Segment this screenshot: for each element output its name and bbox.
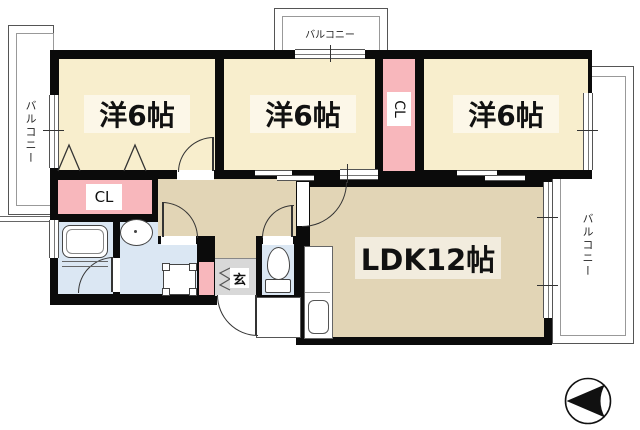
compass-icon — [564, 377, 612, 425]
window-bathroom-left — [49, 220, 59, 258]
kitchen-sink — [308, 300, 329, 334]
door-leaf-toilet — [291, 205, 293, 237]
window-ldk-right — [543, 182, 553, 318]
balcony-left-label: バルコニー — [24, 100, 37, 165]
door-leaf-bathroom — [111, 257, 113, 292]
folding-door-icon — [57, 143, 147, 172]
door-opening-washroom — [161, 236, 196, 245]
window-bedroom3-right — [583, 93, 593, 170]
door-leaf-washroom — [162, 202, 164, 237]
window-tick — [43, 130, 64, 131]
door-opening-bathroom — [113, 258, 120, 292]
door-leaf-bedroom1 — [212, 137, 214, 171]
window-tick — [537, 217, 558, 218]
shoe-cabinet — [199, 262, 214, 295]
door-opening-toilet — [263, 236, 293, 245]
ldk-label: LDK12帖 — [355, 237, 501, 279]
washbasin-drain — [134, 230, 137, 233]
bedroom-closet-label-box: CL — [387, 92, 411, 126]
sliding-door-bedroom3 — [457, 170, 497, 176]
boundary-line — [0, 221, 50, 222]
bedroom2-label: 洋6帖 — [250, 95, 356, 133]
sliding-door-bedroom3 — [485, 175, 525, 181]
entrance-label: 玄 — [230, 268, 249, 288]
balcony-top-label: バルコニー — [305, 30, 355, 41]
window-bedroom1-left — [49, 95, 59, 168]
hallway-to-entrance — [215, 179, 256, 258]
bathtub-deck-line — [62, 266, 108, 267]
boundary-line — [0, 216, 50, 217]
washing-machine — [162, 263, 197, 296]
bedroom-closet-label: CL — [390, 100, 407, 118]
folding-door-icon — [218, 267, 231, 291]
entrance-porch — [256, 297, 301, 338]
window-tick — [577, 130, 598, 131]
bedroom1-label: 洋6帖 — [84, 95, 190, 133]
toilet — [267, 247, 290, 280]
sliding-door-bedroom2 — [255, 170, 292, 176]
window-tick — [330, 45, 331, 62]
window-tick — [537, 285, 558, 286]
door-leaf-entrance — [255, 295, 257, 335]
bathtub-inner — [66, 229, 104, 254]
bedroom3-label: 洋6帖 — [453, 95, 559, 133]
door-arc-entrance — [217, 295, 258, 336]
window-tick — [347, 164, 348, 183]
washbasin-sink — [120, 219, 153, 246]
toilet-tank — [265, 279, 291, 293]
window-ldk-top — [340, 169, 378, 180]
hall-closet-label: CL — [86, 184, 122, 210]
door-opening-bedroom1 — [177, 170, 214, 180]
kitchen-counter-divider — [305, 292, 330, 293]
balcony-right-label: バルコニー — [581, 213, 594, 278]
sliding-door-bedroom2 — [277, 175, 314, 181]
bathtub-deck-line — [62, 261, 108, 262]
balcony-left-inner-line — [16, 33, 54, 206]
balcony-top-inner-line — [282, 16, 380, 51]
